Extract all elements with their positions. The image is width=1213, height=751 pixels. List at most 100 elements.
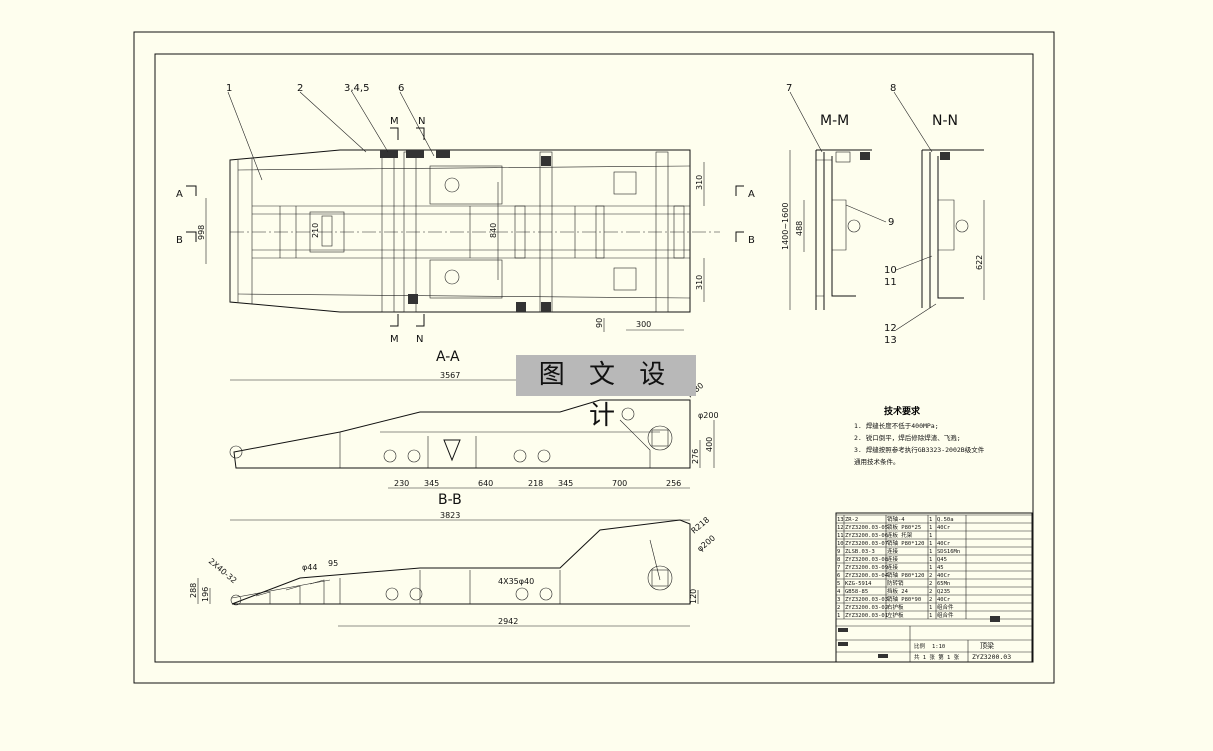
bom-cell: 组合件	[937, 603, 954, 611]
dim-310-top: 310	[695, 175, 704, 190]
bom-cell: ZYZ3200.03-09	[845, 565, 888, 571]
tech-notes: 技术要求 1. 焊缝长度不低于400MPa; 2. 锐口倒平，焊后修除焊渣、飞溅…	[854, 405, 985, 466]
bom-cell: 连接	[887, 547, 899, 555]
inner-border	[154, 53, 1034, 663]
bb-title: B-B	[438, 492, 462, 508]
bom-cell: 45	[937, 565, 944, 571]
bom-cell: 13	[837, 517, 844, 523]
drawing-no: ZYZ3200.03	[972, 653, 1011, 661]
bom-cell: Q45	[937, 557, 947, 563]
bom-cell: 5	[837, 581, 840, 587]
dim-300: 300	[636, 320, 651, 329]
scale-value: 1:10	[932, 644, 945, 650]
bom-cell: SDS16Mn	[937, 549, 960, 555]
mm-inner: 488	[795, 221, 804, 236]
mark-m-top: M	[390, 116, 399, 127]
bom-cell: KZG-5914	[845, 581, 872, 587]
bom-cell: 销轴 P80*120	[887, 539, 925, 547]
bom-cell: 12	[837, 525, 844, 531]
bom-cell: 2	[929, 581, 932, 587]
bb-h196: 196	[201, 587, 210, 602]
mm-height: 1400~1600	[781, 203, 790, 250]
mark-m-bot: M	[390, 334, 399, 345]
bom-cell: 2	[929, 597, 932, 603]
aa-d640: 640	[478, 479, 493, 488]
sheet-info: 共 1 张 第 1 张	[914, 653, 960, 661]
note-1: 1. 焊缝长度不低于400MPa;	[854, 421, 939, 430]
bom-cell: 6	[837, 573, 840, 579]
bom-cell: 1	[929, 565, 932, 571]
bom-cell: 连接	[887, 555, 899, 563]
mark-n-bot: N	[416, 334, 423, 345]
bom-cell: 销轴 P80*90	[887, 595, 921, 603]
leader-345: 3,4,5	[344, 83, 369, 94]
bb-h120: 120	[689, 589, 698, 604]
bom-cell: 1	[837, 613, 840, 619]
leader-6: 6	[398, 83, 404, 94]
watermark: 图 文 设 计	[516, 355, 696, 431]
mark-a-left: A	[176, 189, 183, 200]
aa-d700: 700	[612, 479, 627, 488]
bom-cell: ZYZ3200.03-05	[845, 525, 888, 531]
nn-callout-12: 12	[884, 323, 897, 334]
bom-cell: 4	[837, 589, 841, 595]
nn-leader: 8	[890, 83, 896, 94]
bom-cell: 65Mn	[937, 581, 950, 587]
aa-d345: 345	[424, 479, 439, 488]
bom-cell: 11	[837, 533, 844, 539]
bom-cell: 1	[929, 525, 932, 531]
dim-90: 90	[595, 318, 604, 328]
bom-cell: 9	[837, 549, 840, 555]
bb-h288: 288	[189, 583, 198, 598]
scale-label: 比例	[914, 642, 926, 650]
mm-title: M-M	[820, 113, 849, 129]
bom-cell: 2	[929, 573, 932, 579]
bom-cell: 挡板 24	[887, 587, 909, 595]
aa-overall: 3567	[440, 371, 460, 380]
plan-view: 1 2 3,4,5 6 M N M N A B A B 998 210 840 …	[176, 83, 755, 345]
dim-310-bot: 310	[695, 275, 704, 290]
bb-phi44: φ44	[302, 563, 317, 572]
bom-cell: 40Cr	[937, 597, 951, 603]
bom-cell: 销轴 P80*120	[887, 571, 925, 579]
bom-cell: 40Cr	[937, 573, 951, 579]
bom-cell: 8	[837, 557, 840, 563]
notes-title: 技术要求	[884, 405, 921, 417]
bb-r218: R218	[690, 515, 712, 535]
aa-phi200: φ200	[698, 411, 719, 420]
bom-cell: 1	[929, 533, 932, 539]
bom-cell: 40Cr	[937, 525, 951, 531]
bb-phi200: φ200	[696, 533, 718, 553]
aa-title: A-A	[436, 349, 460, 365]
mark-n-top: N	[418, 116, 425, 127]
bom-cell: 防转销	[887, 579, 904, 587]
part-name: 顶梁	[980, 641, 994, 650]
aa-d218: 218	[528, 479, 543, 488]
nn-callout-10: 10	[884, 265, 897, 276]
mm-callout-9: 9	[888, 217, 894, 228]
section-nn: N-N 8 622 10 11 12 13	[884, 83, 985, 346]
bom-cell: Q235	[937, 589, 950, 595]
bom-cell: ZYZ3200.03-01	[845, 613, 888, 619]
bom-cell: 1	[929, 557, 932, 563]
bom-cell: 1	[929, 541, 932, 547]
note-3: 3. 焊缝按照参考执行GB3323-2002B级文件	[854, 445, 985, 454]
mark-a-right: A	[748, 189, 755, 200]
section-mm: M-M 7 1400~1600 488 9	[781, 83, 894, 310]
bom-cell: 右护板	[887, 603, 904, 611]
nn-callout-11: 11	[884, 277, 897, 288]
bom-cell: ZYZ3200.03-02	[845, 605, 888, 611]
section-bb: B-B 3823 R218 φ200 2X40-32 φ44 95 4X35φ4…	[189, 492, 718, 627]
aa-h400: 400	[705, 437, 714, 452]
bom-cell: 40Cr	[937, 541, 951, 547]
bom-cell: 连板 托架	[887, 531, 913, 539]
bom-cell: ZLSB.03-3	[845, 549, 875, 555]
nn-title: N-N	[932, 113, 958, 129]
bom-cell: 7	[837, 565, 840, 571]
aa-d256: 256	[666, 479, 681, 488]
bb-bottom: 2942	[498, 617, 518, 626]
bom-cell: ZR-2	[845, 517, 858, 523]
nn-height: 622	[975, 255, 984, 270]
dim-840: 840	[489, 223, 498, 238]
